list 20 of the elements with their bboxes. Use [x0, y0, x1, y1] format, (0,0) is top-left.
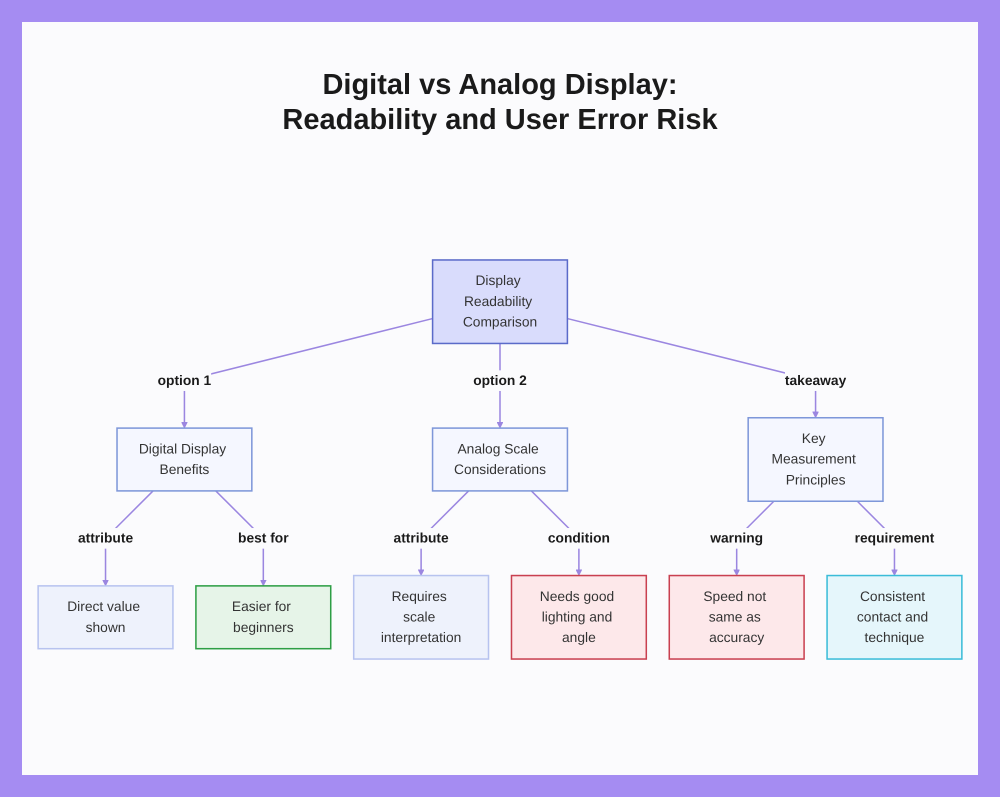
edge-label: warning	[710, 530, 764, 546]
edge-label: takeaway	[784, 372, 846, 388]
node-box: Analog Scale Considerations	[432, 427, 568, 492]
node-box: Digital Display Benefits	[116, 427, 253, 492]
edge-label: requirement	[854, 530, 934, 546]
node-box: Display Readability Comparison	[432, 259, 568, 344]
edge-label: condition	[548, 530, 610, 546]
node-box: Speed not same as accuracy	[668, 574, 805, 660]
node-box: Requires scale interpretation	[352, 574, 490, 660]
node-box: Needs good lighting and angle	[510, 574, 648, 660]
node-box: Direct value shown	[37, 585, 174, 650]
node-box: Easier for beginners	[195, 585, 332, 650]
node-box: Key Measurement Principles	[747, 417, 884, 502]
edge-label: best for	[238, 530, 289, 546]
edge-label: attribute	[78, 530, 134, 546]
edge-label: option 2	[473, 372, 527, 388]
node-box: Consistent contact and technique	[826, 574, 963, 660]
edge-label: option 1	[158, 372, 212, 388]
diagram-title: Digital vs Analog Display: Readability and User Error Risk	[281, 68, 719, 138]
edge-label: attribute	[394, 530, 449, 546]
